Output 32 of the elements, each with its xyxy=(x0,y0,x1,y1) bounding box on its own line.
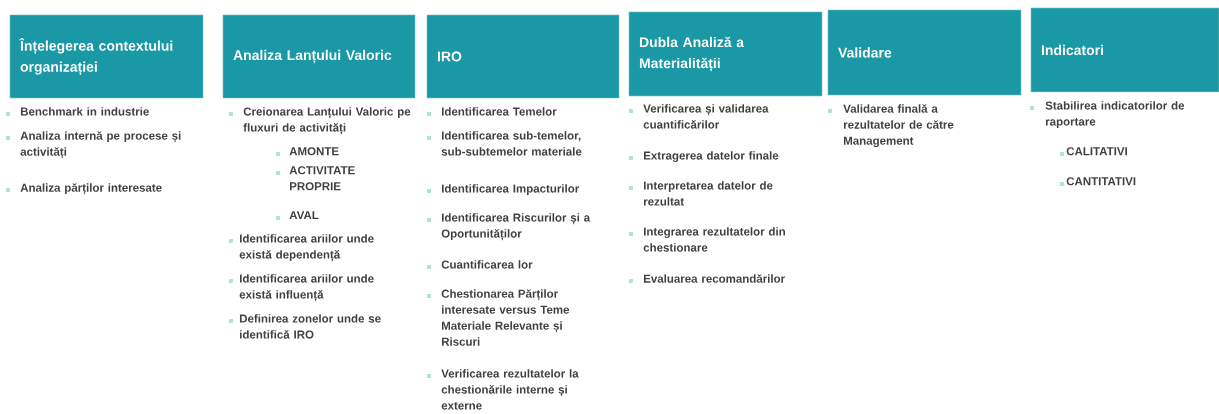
bullet-item: Interpretarea datelor de rezultat xyxy=(629,181,773,206)
header-box: Indicatori xyxy=(1030,7,1219,93)
header-box: Înțelegerea contextului organizației xyxy=(9,14,204,99)
bullet-item: Integrarea rezultatelor din chestionare xyxy=(629,227,785,252)
bullet-item: Identificarea sub-temelor, sub-subtemelor materiale xyxy=(427,131,582,156)
bullet-item: Extragerea datelor finale xyxy=(629,151,779,162)
bullet-item: Validarea finală a rezultatelor de către Management xyxy=(828,104,954,148)
bullet-item: CALITATIVI xyxy=(1060,147,1127,156)
header-box: Analiza Lanțului Valoric xyxy=(222,14,416,99)
bullet-item: Evaluarea recomandărilor xyxy=(629,274,785,283)
bullet-item: Benchmark in industrie xyxy=(6,107,149,116)
bullet-item: AVAL xyxy=(276,211,319,220)
header-box: Validare xyxy=(827,9,1022,96)
bullet-item: Creionarea Lanțului Valoric pe fluxuri de activități xyxy=(229,107,411,135)
bullet-item: Definirea zonelor unde se identifică IRO xyxy=(229,314,381,339)
bullet-item: Identificarea Impacturilor xyxy=(427,184,580,195)
bullet-item: Verificarea rezultatelor la chestionările interne și externe xyxy=(427,369,579,410)
bullet-item: CANTITATIVI xyxy=(1060,177,1136,186)
header-box: Dubla Analiză a Materialității xyxy=(628,11,823,97)
bullet-item: ACTIVITATE PROPRIE xyxy=(276,166,355,191)
header-box: IRO xyxy=(426,14,620,99)
bullet-item: Analiza părților interesate xyxy=(6,183,162,195)
bullet-item: Identificarea Riscurilor și a Oportunităților xyxy=(427,213,591,241)
bullet-item: Identificarea ariilor unde există dependență xyxy=(229,234,374,262)
bullet-item: Chestionarea Părților interesate versus Teme Materiale Relevante și Riscuri xyxy=(427,289,570,346)
bullet-item: Identificarea ariilor unde există influență xyxy=(229,274,374,302)
bullet-item: Identificarea Temelor xyxy=(427,107,557,116)
bullet-item: AMONTE xyxy=(276,147,339,156)
bullet-item: Verificarea și validarea cuantificărilor xyxy=(629,104,769,129)
bullet-item: Stabilirea indicatorilor de raportare xyxy=(1030,101,1185,128)
bullet-item: Cuantificarea lor xyxy=(427,260,533,269)
bullet-item: Analiza internă pe procese și activități xyxy=(6,131,181,159)
